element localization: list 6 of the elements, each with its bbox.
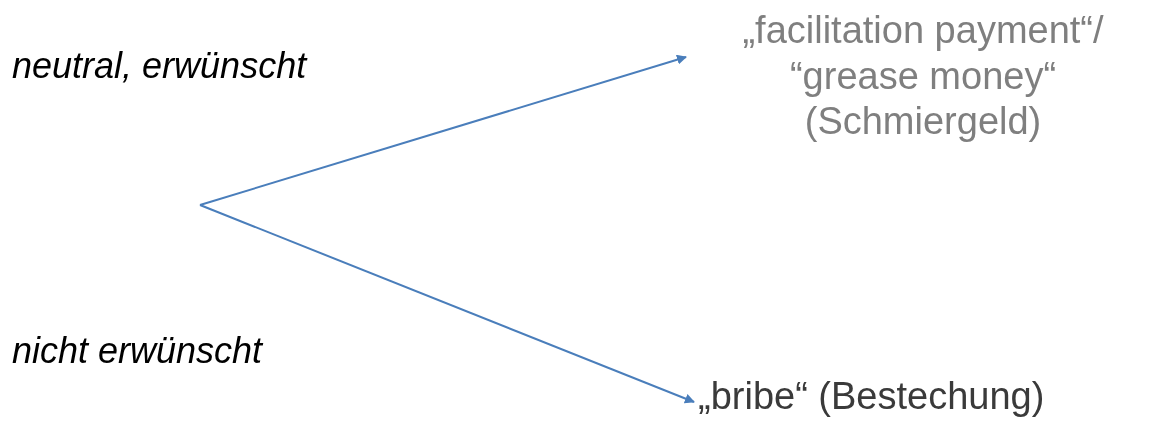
- category-label: nicht erwünscht: [12, 330, 263, 372]
- term-text: „bribe“ (Bestechung): [698, 374, 1138, 420]
- arrow: [199, 54, 687, 206]
- arrow: [199, 204, 695, 404]
- category-label: neutral, erwünscht: [12, 45, 307, 87]
- term-text: „facilitation payment“/ “grease money“ (Schmiergeld): [688, 8, 1158, 145]
